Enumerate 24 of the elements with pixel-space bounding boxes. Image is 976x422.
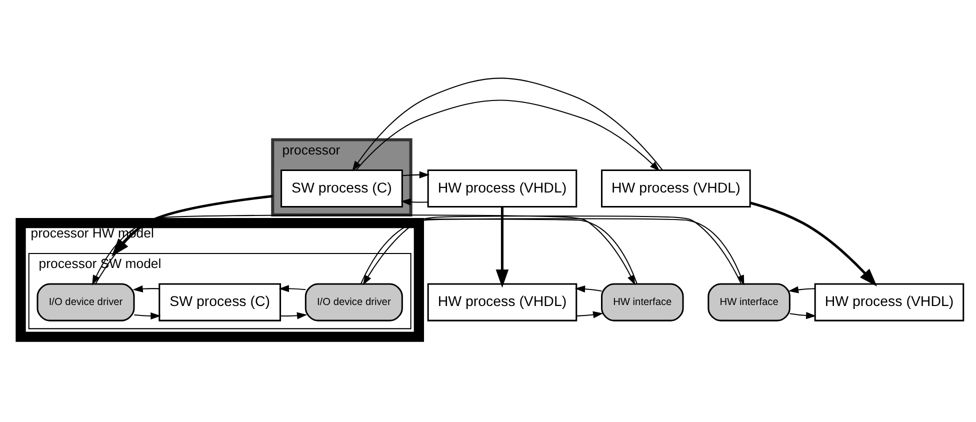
node-box: HW interface (708, 282, 790, 321)
arrow (576, 310, 604, 318)
arrow (496, 206, 509, 288)
arrow (788, 286, 815, 293)
node-box: SW process (C) (158, 282, 282, 321)
node-box: HW process (VHDL) (427, 168, 578, 208)
arrow (132, 284, 160, 292)
arrow (402, 170, 430, 178)
arrow (352, 77, 663, 171)
node-box: HW interface (601, 282, 684, 321)
node-box: HW process (VHDL) (601, 168, 751, 208)
node-box: SW process (C) (280, 168, 403, 208)
node-box: I/O device driver (304, 282, 403, 321)
arrow (280, 312, 308, 319)
arrow (400, 198, 428, 205)
arrow (278, 284, 306, 292)
arrow (790, 311, 816, 319)
arrow (574, 284, 602, 292)
node-box: HW process (VHDL) (814, 282, 964, 321)
node-box: I/O device driver (36, 282, 135, 321)
node-box: HW process (VHDL) (427, 282, 578, 321)
arrow (750, 201, 878, 286)
arrow (356, 99, 660, 171)
arrow (134, 312, 161, 320)
